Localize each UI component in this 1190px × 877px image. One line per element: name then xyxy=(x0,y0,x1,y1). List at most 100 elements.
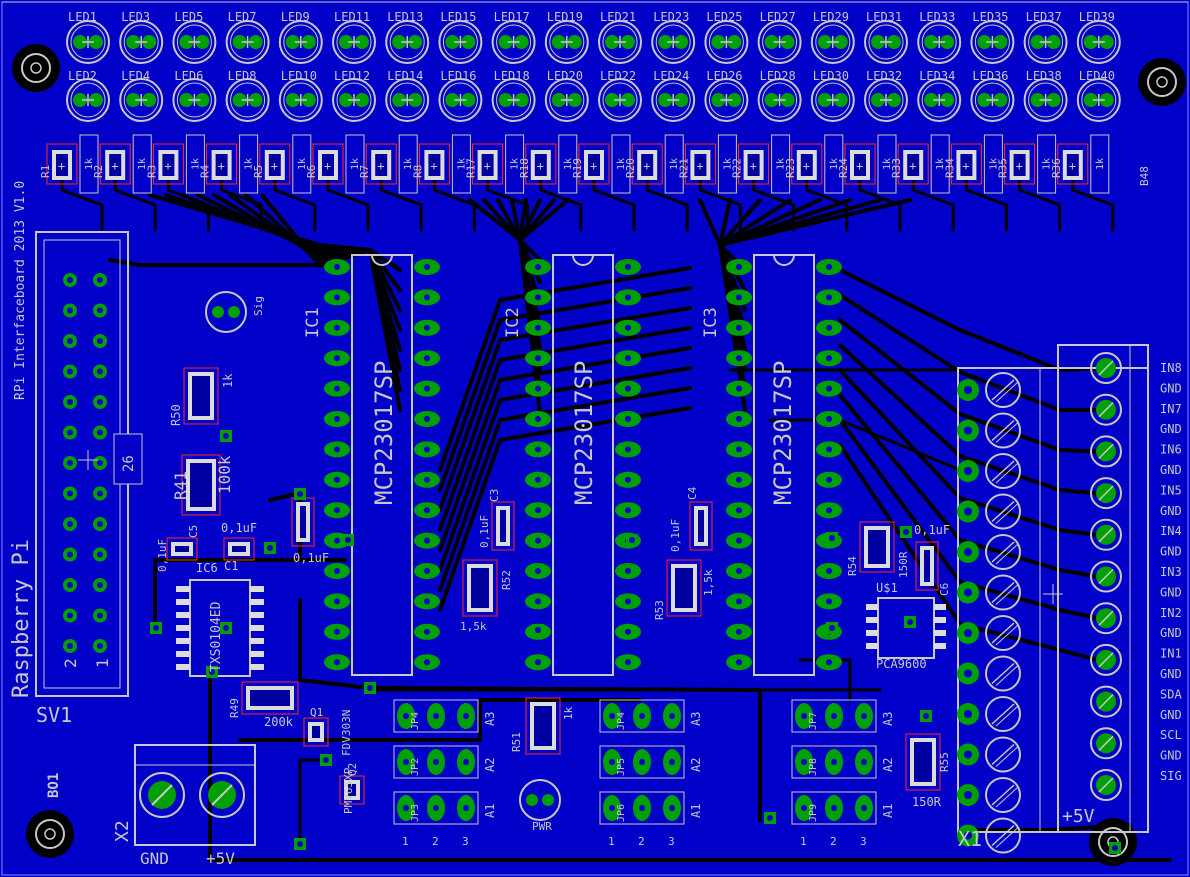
led-inner xyxy=(708,82,744,118)
jumper-address: A3 xyxy=(881,712,895,726)
led-bottom-label: LED10 xyxy=(281,69,317,83)
resistor-body xyxy=(215,154,228,176)
sig-led-label: Sig xyxy=(252,296,265,316)
resistor-body xyxy=(162,154,175,176)
x1-terminal-label: GND xyxy=(1160,749,1182,763)
led-bottom xyxy=(332,78,376,122)
r52-value: 1,5k xyxy=(460,620,487,633)
led-pad xyxy=(1046,35,1061,49)
r53-value: 1,5k xyxy=(702,569,715,596)
led-pad xyxy=(605,93,619,107)
sv1-pin-hole xyxy=(97,429,103,436)
x1-screw xyxy=(985,493,1021,530)
ic2-pin-hole xyxy=(625,385,631,392)
resistor-body xyxy=(960,154,973,176)
resistor-body xyxy=(534,154,547,176)
x1-terminal-label: IN2 xyxy=(1160,606,1182,620)
r49-body xyxy=(250,690,290,706)
led-bottom-label: LED12 xyxy=(334,69,370,83)
x1-slot-right xyxy=(1098,360,1114,376)
resistor-body xyxy=(907,154,920,176)
resistor-mark: + xyxy=(324,159,331,173)
ic1-pin-hole xyxy=(334,446,340,453)
led-pad xyxy=(567,93,582,107)
sv1-pin-hole xyxy=(67,368,73,375)
ic3-pin-hole xyxy=(826,568,832,574)
ic1-pin-hole xyxy=(334,385,340,392)
c6-outline xyxy=(915,541,939,591)
resistor-body xyxy=(56,154,68,176)
ic2-pin-hole xyxy=(535,264,541,270)
trace xyxy=(260,193,402,412)
led-top xyxy=(225,20,270,64)
led-inner xyxy=(762,24,798,60)
ic6-pin xyxy=(250,651,264,657)
x1-slot xyxy=(991,541,1015,563)
c4-ref: C4 xyxy=(686,486,699,500)
x1-slot xyxy=(995,462,1019,484)
mount-hole-center xyxy=(1156,76,1168,88)
led-inner xyxy=(176,82,212,118)
q1-part: FDV303N xyxy=(340,710,353,756)
ic2-pin-hole xyxy=(625,628,631,635)
resistor-ref: R20 xyxy=(624,158,637,178)
led-inner xyxy=(1028,24,1064,60)
r55-body xyxy=(914,742,932,782)
resistor-outline xyxy=(472,143,504,185)
x1-screw-right xyxy=(1090,643,1122,676)
x1-slot xyxy=(991,379,1015,401)
resistor-value: 1k xyxy=(510,158,521,170)
ic2-ref: IC2 xyxy=(503,307,523,338)
sv1-notch xyxy=(113,433,143,485)
u1-pin xyxy=(934,604,946,610)
led-bottom xyxy=(917,78,962,122)
jumper-pad-hole xyxy=(669,805,675,811)
resistor-body xyxy=(322,154,334,176)
led-pad xyxy=(179,35,194,49)
led-pad xyxy=(940,93,955,107)
ic3-pin-hole xyxy=(826,264,832,270)
led-pad xyxy=(993,35,1008,49)
u1-pin xyxy=(866,630,878,636)
led-pad xyxy=(833,93,848,107)
ic3-pin-hole xyxy=(736,537,742,544)
x1-terminal-label: GND xyxy=(1160,504,1182,518)
led-outline xyxy=(1023,20,1068,64)
led-outline xyxy=(225,78,270,122)
ic6-pin xyxy=(176,638,190,644)
ic2-pin-hole xyxy=(535,416,541,422)
jumper-pad-hole xyxy=(801,759,807,765)
led-pad xyxy=(1099,35,1114,49)
resistor-value: 1k xyxy=(935,158,946,170)
led-pad xyxy=(817,93,832,107)
ic6-pin xyxy=(176,586,190,592)
r54-outline xyxy=(859,521,895,573)
u1-pin xyxy=(866,643,878,649)
led-inner xyxy=(442,24,478,60)
led-outline xyxy=(651,20,696,64)
mount-hole xyxy=(12,44,60,92)
resistor-mark: + xyxy=(643,159,650,173)
ic1-pin-hole xyxy=(424,416,430,422)
led-bottom-label: LED2 xyxy=(68,69,97,83)
x1-slot-right xyxy=(1098,568,1114,585)
mount-hole-ring xyxy=(1147,67,1177,97)
led-outline xyxy=(970,20,1015,64)
led-pad xyxy=(285,35,300,49)
x1-pad-hole xyxy=(964,669,972,678)
led-pad xyxy=(339,35,353,49)
sv1-pin-hole xyxy=(97,643,103,649)
resistor-frame xyxy=(717,134,737,194)
led-bottom-label: LED40 xyxy=(1079,69,1115,83)
r51-value: 1k xyxy=(562,706,575,720)
jumper-pad-hole xyxy=(861,713,867,719)
led-pad xyxy=(73,35,87,49)
jumper-pad-hole xyxy=(403,805,409,811)
led-bottom-label: LED38 xyxy=(1026,69,1062,83)
led-inner xyxy=(442,82,478,118)
led-outline xyxy=(757,78,802,122)
